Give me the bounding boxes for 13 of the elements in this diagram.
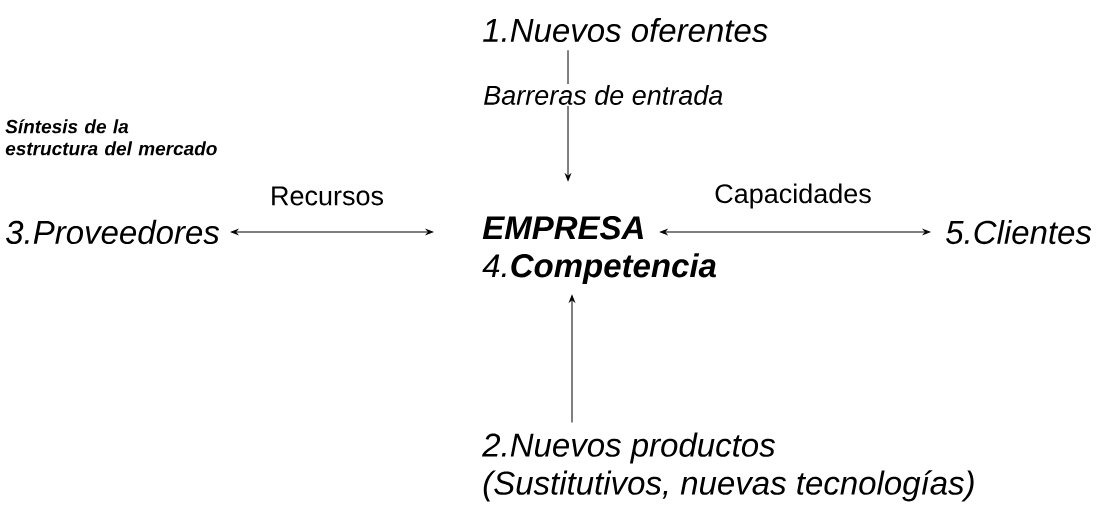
arrow [660,229,931,235]
text-label: 5.Clientes [945,219,1092,245]
edge-label: Recursos [269,185,386,207]
arrow [569,295,575,423]
edge-label: Capacidades [713,182,873,210]
edge-label: Barreras de entrada [482,84,725,106]
caption-text: Síntesis de la estructura del mercado [5,119,217,156]
text-label: 3.Proveedores [5,219,220,245]
arrow [565,49,571,181]
text-label: EMPRESA 4.Competencia [482,216,716,284]
arrow [230,229,434,235]
text-label: 1.Nuevos oferentes [483,17,768,43]
text-label: 2.Nuevos productos (Sustitutivos, nuevas tecnologías) [482,432,974,502]
